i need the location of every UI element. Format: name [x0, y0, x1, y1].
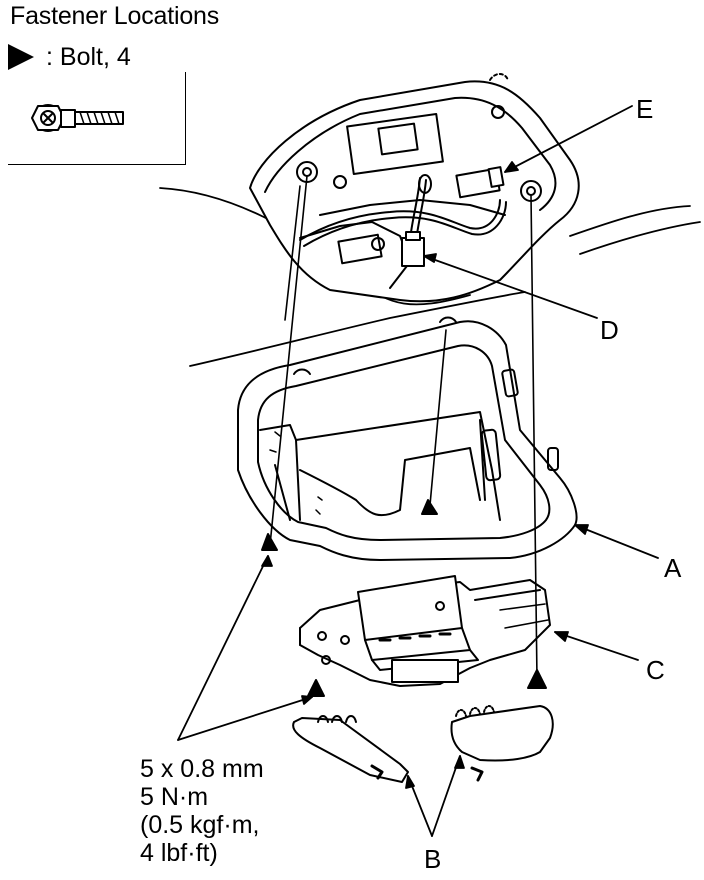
roof-bracket	[249, 73, 580, 303]
bolt-icon	[31, 104, 124, 132]
bolt-marker-icon	[421, 499, 438, 515]
bolt-marker-icon	[261, 533, 278, 551]
callout-b: B	[424, 844, 442, 874]
connector-e	[455, 166, 505, 199]
torque-nm: 5 N·m	[140, 783, 209, 811]
callout-a: A	[664, 553, 682, 583]
bolt-marker-icon	[527, 669, 547, 689]
diagram-title: Fastener Locations	[10, 2, 220, 30]
torque-kgfm: (0.5 kgf·m,	[140, 811, 260, 839]
connector-d	[401, 231, 425, 267]
bolt-marker-icon	[8, 44, 34, 70]
callout-d: D	[600, 315, 619, 345]
callout-e: E	[636, 94, 654, 124]
console-housing-a	[237, 316, 578, 561]
callout-c: C	[646, 655, 665, 685]
alignment-lines	[269, 175, 538, 681]
lens-b-left	[292, 715, 409, 783]
bolt-markers	[261, 499, 547, 697]
bolt-size: 5 x 0.8 mm	[140, 755, 264, 783]
bolt-marker-icon	[307, 679, 325, 697]
bolt-legend-text: : Bolt, 4	[46, 42, 131, 71]
leader-lines	[177, 105, 659, 837]
torque-lbfft: 4 lbf·ft)	[140, 839, 218, 867]
map-light-unit-c	[299, 575, 551, 687]
bolt-legend: : Bolt, 4	[8, 42, 131, 72]
torque-spec: 5 x 0.8 mm 5 N·m (0.5 kgf·m, 4 lbf·ft)	[140, 755, 264, 867]
bolt-legend-box	[8, 72, 186, 165]
lens-b-right	[450, 705, 554, 782]
